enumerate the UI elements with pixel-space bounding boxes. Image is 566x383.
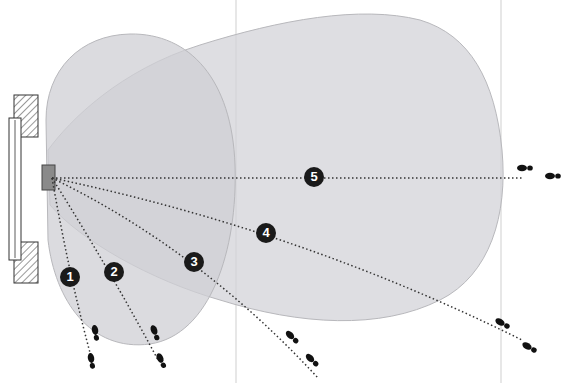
footprints xyxy=(87,165,561,369)
callout-number: 4 xyxy=(256,223,276,243)
callout-number: 3 xyxy=(184,252,204,272)
door-panel xyxy=(9,118,21,260)
callout-number: 5 xyxy=(304,167,324,187)
callout-number: 2 xyxy=(104,262,124,282)
door-panel xyxy=(15,120,16,258)
walking-paths xyxy=(52,178,522,378)
callout-number: 1 xyxy=(60,267,80,287)
